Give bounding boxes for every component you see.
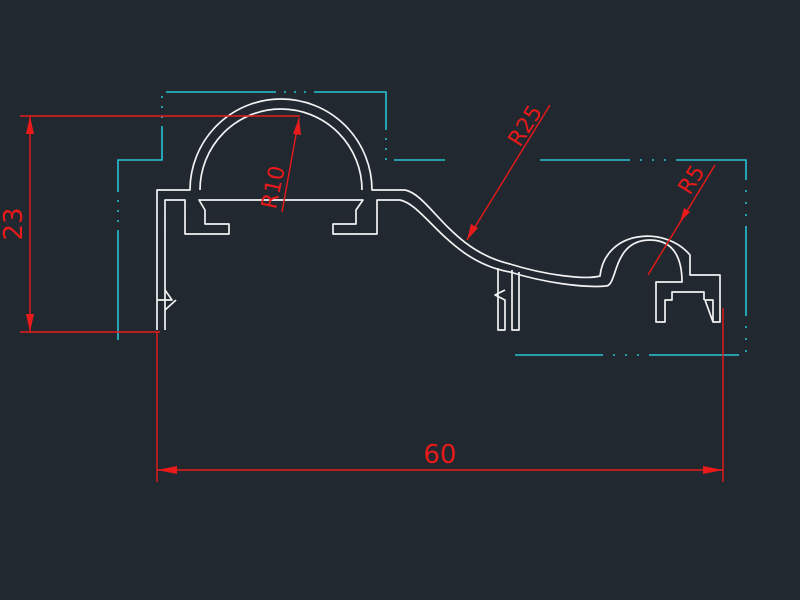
r25-arrow (467, 224, 478, 240)
outline-right-segment (515, 159, 747, 356)
dome-inner-arc (199, 108, 363, 191)
lower-rib-left (494, 268, 506, 331)
left-wall-rib (157, 289, 177, 311)
r10-arrow (293, 118, 301, 135)
radius-r5-label: R5 (674, 161, 711, 199)
outline-boundary (117, 91, 747, 356)
width-arrow-left (157, 466, 177, 474)
dimension-lines (20, 104, 724, 482)
radius-r10-label: R10 (257, 164, 290, 212)
width-arrow-right (703, 466, 723, 474)
height-arrow-top (26, 116, 34, 134)
width-dimension-label: 60 (423, 440, 456, 470)
radius-r25-label: R25 (504, 101, 548, 151)
profile-outer-contour (156, 98, 721, 330)
height-arrow-bottom (26, 314, 34, 332)
r25-leader (466, 104, 551, 241)
aluminum-profile (156, 98, 721, 331)
lower-rib-right (511, 270, 520, 331)
profile-inner-contour (164, 199, 705, 330)
outline-left-segment (117, 91, 445, 340)
height-dimension-label: 23 (0, 207, 29, 240)
r5-arrow (680, 208, 690, 222)
